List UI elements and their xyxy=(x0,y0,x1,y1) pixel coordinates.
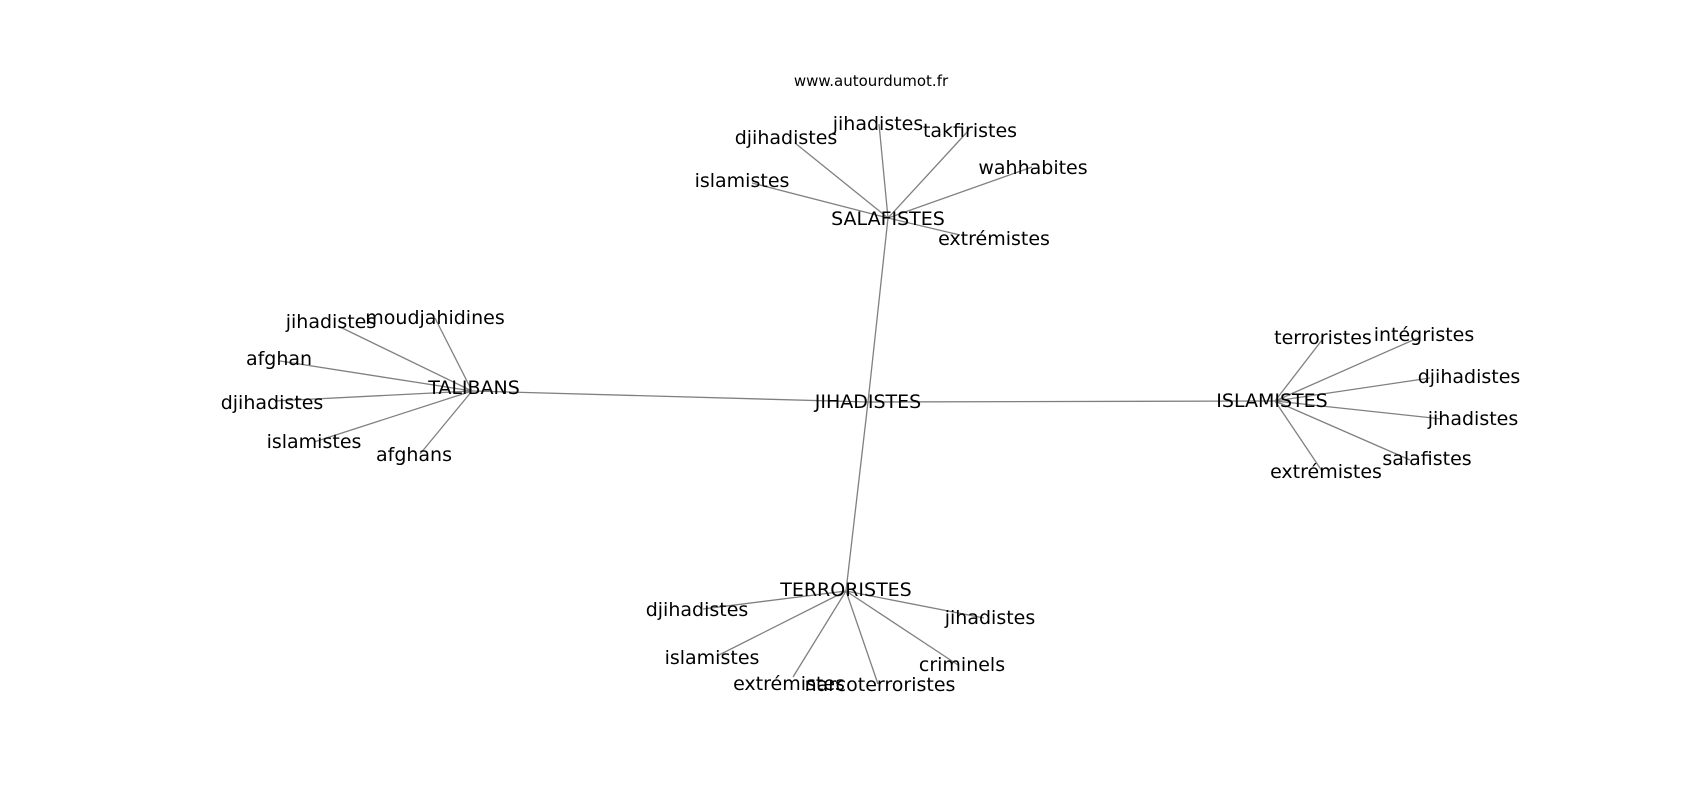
node-leaf-terroristes-3: criminels xyxy=(919,654,1005,676)
node-leaf-terroristes-5: narcoterroristes xyxy=(805,674,956,696)
node-leaf-talibans-0: jihadistes xyxy=(285,311,377,333)
node-leaf-salafistes-5: extrémistes xyxy=(938,228,1050,250)
edge-salafistes-leaf-1 xyxy=(878,123,889,219)
edge-salafistes-leaf-5 xyxy=(887,217,961,236)
node-hub-talibans: TALIBANS xyxy=(427,377,520,399)
node-leaf-talibans-3: djihadistes xyxy=(221,392,324,414)
node-leaf-talibans-5: afghans xyxy=(376,444,452,466)
node-leaf-salafistes-4: islamistes xyxy=(695,170,790,192)
watermark-url: www.autourdumot.fr xyxy=(793,72,949,90)
edge-center-islamistes xyxy=(867,400,1276,403)
edge-talibans-leaf-0 xyxy=(337,325,473,392)
edge-center-salafistes xyxy=(867,217,889,403)
edge-terroristes-leaf-4 xyxy=(792,590,847,678)
node-hub-terroristes: TERRORISTES xyxy=(779,579,912,601)
node-leaf-talibans-4: islamistes xyxy=(267,431,362,453)
edge-terroristes-leaf-0 xyxy=(702,590,847,610)
node-leaf-islamistes-2: djihadistes xyxy=(1418,366,1521,388)
node-leaf-salafistes-1: jihadistes xyxy=(832,113,924,135)
edge-talibans-leaf-5 xyxy=(419,390,473,455)
edge-talibans-leaf-2 xyxy=(279,360,473,392)
edge-talibans-leaf-4 xyxy=(313,390,473,443)
edge-salafistes-leaf-2 xyxy=(887,129,970,219)
edge-terroristes-leaf-2 xyxy=(716,590,847,657)
edge-salafistes-leaf-4 xyxy=(751,182,889,219)
edge-islamistes-leaf-4 xyxy=(1274,400,1411,461)
node-leaf-talibans-2: afghan xyxy=(246,348,312,370)
node-leaf-islamistes-4: salafistes xyxy=(1382,448,1471,470)
edges-layer xyxy=(274,123,1443,685)
node-leaf-terroristes-0: djihadistes xyxy=(646,599,749,621)
edge-talibans-leaf-1 xyxy=(434,317,473,392)
edge-talibans-leaf-3 xyxy=(274,390,473,402)
node-leaf-talibans-1: moudjahidines xyxy=(365,307,504,329)
edge-terroristes-leaf-3 xyxy=(845,590,959,666)
node-leaf-terroristes-1: jihadistes xyxy=(944,607,1036,629)
edge-terroristes-leaf-5 xyxy=(845,590,879,685)
edge-islamistes-leaf-1 xyxy=(1274,336,1421,402)
node-leaf-islamistes-3: jihadistes xyxy=(1427,408,1519,430)
node-hub-salafistes: SALAFISTES xyxy=(831,208,945,230)
edge-center-talibans xyxy=(471,390,869,403)
node-leaf-terroristes-4: extrémistes xyxy=(733,673,845,695)
edge-salafistes-leaf-3 xyxy=(887,166,1033,219)
node-center-label: JIHADISTES xyxy=(814,391,921,413)
node-hub-islamistes: ISLAMISTES xyxy=(1216,390,1327,412)
node-leaf-salafistes-0: djihadistes xyxy=(735,127,838,149)
edge-center-terroristes xyxy=(845,401,869,592)
node-leaf-terroristes-2: islamistes xyxy=(665,647,760,669)
node-leaf-salafistes-3: wahhabites xyxy=(978,157,1087,179)
edge-islamistes-leaf-3 xyxy=(1274,400,1443,420)
labels-layer: JIHADISTESSALAFISTESdjihadistesjihadiste… xyxy=(221,113,1521,696)
edge-islamistes-leaf-0 xyxy=(1274,339,1323,402)
node-leaf-islamistes-0: terroristes xyxy=(1274,327,1372,349)
edge-islamistes-leaf-5 xyxy=(1274,400,1323,472)
edge-salafistes-leaf-0 xyxy=(794,142,889,219)
edge-terroristes-leaf-1 xyxy=(845,590,985,619)
edge-islamistes-leaf-2 xyxy=(1274,377,1431,402)
node-leaf-salafistes-2: takfiristes xyxy=(923,120,1017,142)
node-leaf-islamistes-5: extrémistes xyxy=(1270,461,1382,483)
node-leaf-islamistes-1: intégristes xyxy=(1374,324,1475,346)
